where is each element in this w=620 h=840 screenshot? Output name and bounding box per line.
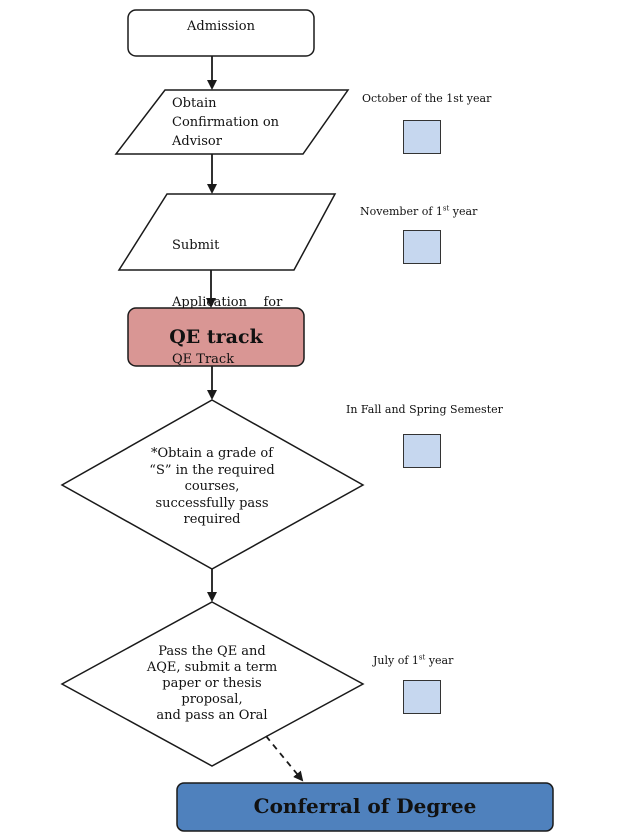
conferral-box (176, 782, 554, 832)
pass-qe-label-line-1: Pass the QE and (158, 644, 266, 659)
arrow-pass-qe-to-conferral (265, 735, 304, 782)
timing-application-main: November of 1 (360, 205, 443, 218)
application-label-line-1: Submit (172, 238, 220, 253)
timing-pass-qe: July of 1st year (373, 654, 453, 667)
checkbox-application[interactable] (403, 230, 441, 264)
pass-qe-label-line-3: paper or thesis (162, 676, 262, 691)
checkbox-advisor[interactable] (403, 120, 441, 154)
timing-pass-qe-tail: year (425, 654, 454, 667)
timing-pass-qe-main: July of 1 (373, 654, 419, 667)
qe-track-box (127, 307, 305, 367)
pass-qe-label-line-5: and pass an Oral (156, 708, 268, 723)
conferral-label: Conferral of Degree (253, 794, 477, 818)
qe-track-label: QE track (169, 326, 263, 348)
grades-label-line-5: required (183, 512, 241, 527)
application-parallelogram (117, 193, 337, 271)
checkbox-grades[interactable] (403, 434, 441, 468)
advisor-parallelogram (114, 89, 350, 155)
application-label: Submit Application for QE Track (172, 198, 312, 388)
timing-advisor: October of the 1st year (362, 92, 492, 105)
pass-qe-label: Pass the QE and AQE, submit a term paper… (132, 644, 292, 724)
grades-label-line-3: courses, (184, 479, 240, 494)
advisor-label-line-2: Confirmation on (172, 115, 280, 130)
timing-application-sup: st (442, 204, 450, 213)
application-label-line-2: Application for (172, 295, 283, 310)
timing-grades: In Fall and Spring Semester (346, 403, 503, 416)
pass-qe-label-line-4: proposal, (181, 692, 243, 707)
grades-label-line-4: successfully pass (155, 495, 269, 511)
grades-label: *Obtain a grade of “S” in the required c… (132, 446, 292, 529)
pass-qe-label-line-2: AQE, submit a term (146, 660, 278, 675)
pass-qe-diamond (60, 601, 365, 767)
advisor-label: Obtain Confirmation on Advisor (172, 94, 312, 151)
advisor-label-line-3: Advisor (172, 134, 222, 149)
checkbox-pass-qe[interactable] (403, 680, 441, 714)
timing-pass-qe-sup: st (418, 653, 426, 662)
application-label-line-3: QE Track (172, 352, 235, 367)
timing-application-tail: year (449, 205, 478, 218)
advisor-label-line-1: Obtain (172, 96, 217, 111)
admission-box (127, 9, 315, 57)
grades-label-line-2: “S” in the required (149, 462, 275, 478)
grades-label-line-1: *Obtain a grade of (150, 446, 274, 461)
timing-application: November of 1st year (360, 205, 477, 218)
admission-label: Admission (187, 19, 255, 34)
